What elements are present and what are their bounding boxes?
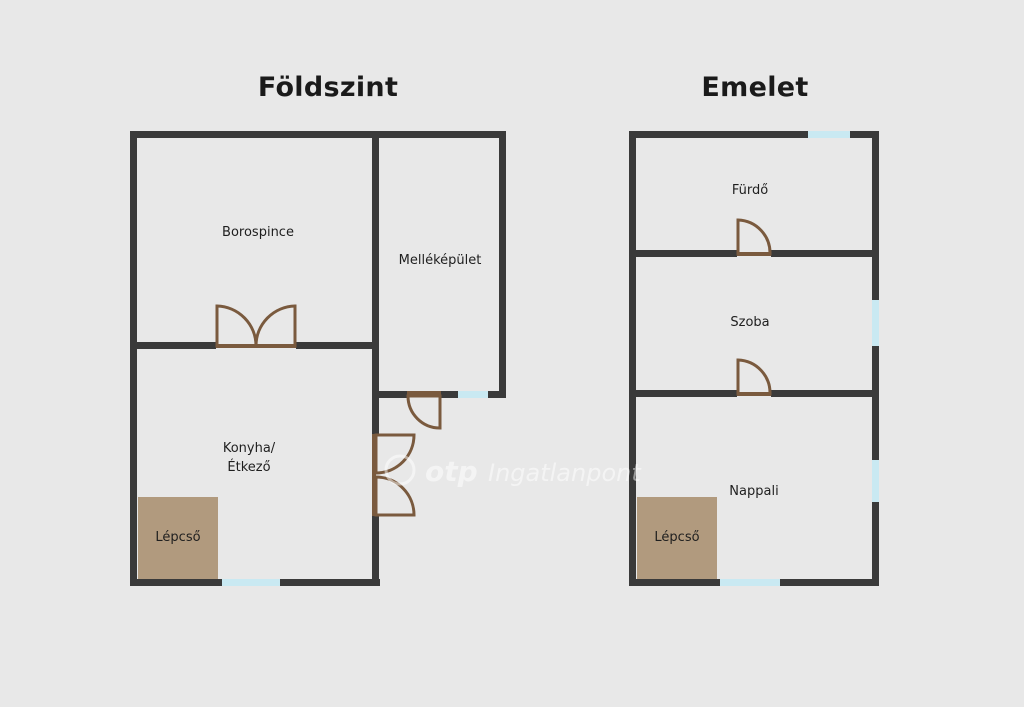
room-label-furdo: Fürdő: [732, 183, 768, 198]
room-label-konyha-line1: Konyha/: [223, 441, 276, 456]
entrance-door-upper: [374, 433, 416, 475]
living-window-bottom: [720, 579, 780, 586]
room-window: [872, 300, 879, 346]
room-label-konyha-line2: Étkező: [227, 459, 270, 475]
upper-floor-plan: Fürdő Szoba Nappali Lépcső: [629, 131, 879, 586]
entrance-frame: [372, 434, 376, 516]
cellar-door-left: [215, 304, 258, 348]
ground-middle-wall-upper: [372, 131, 379, 391]
ground-left-wall: [130, 131, 137, 586]
watermark-text: Ingatlanpont: [488, 459, 642, 487]
room-label-nappali: Nappali: [729, 484, 778, 499]
watermark-brand: otp: [425, 455, 478, 488]
bathroom-door: [736, 218, 772, 256]
annex-window: [458, 391, 488, 398]
upper-left-wall: [629, 131, 636, 586]
ground-floor-title: Földszint: [257, 72, 399, 103]
room-label-szoba: Szoba: [730, 315, 769, 330]
watermark: otp Ingatlanpont: [384, 454, 642, 488]
ground-stairs: [138, 497, 218, 579]
upper-right-wall: [872, 131, 879, 586]
ground-floor-plan: Borospince Melléképület Konyha/ Étkező L…: [130, 131, 506, 586]
bathroom-window: [808, 131, 850, 138]
room-door: [736, 358, 772, 396]
annex-door: [406, 394, 442, 430]
ground-window-bottom: [222, 579, 280, 586]
room-label-mellekepulet: Melléképület: [399, 253, 482, 268]
ground-top-wall: [130, 131, 506, 138]
upper-stairs: [637, 497, 717, 579]
entrance-door-lower: [374, 475, 416, 517]
living-window-right: [872, 460, 879, 502]
upper-top-wall: [629, 131, 879, 138]
watermark-logo-icon: [384, 454, 416, 486]
cellar-door-right: [254, 304, 297, 348]
upper-floor-title: Emelet: [701, 72, 809, 103]
room-label-borospince: Borospince: [222, 225, 294, 240]
room-label-upper-lepcso: Lépcső: [654, 530, 699, 545]
room-label-ground-lepcso: Lépcső: [155, 530, 200, 545]
annex-right-wall: [499, 131, 506, 398]
